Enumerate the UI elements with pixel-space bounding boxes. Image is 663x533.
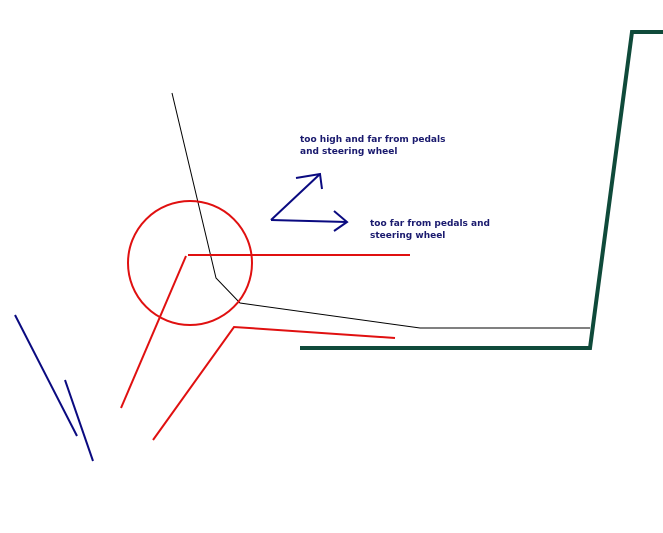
- torso-line: [120, 255, 187, 409]
- blue-line-right: [64, 379, 94, 462]
- head-circle: [127, 200, 253, 326]
- car-floor-outline: [300, 30, 663, 350]
- blue-line-left: [14, 314, 78, 437]
- leg-line: [152, 325, 396, 441]
- annotation-too-high: too high and far from pedals and steerin…: [300, 135, 446, 157]
- arrow-right-icon: [270, 210, 349, 232]
- annotation-too-far: too far from pedals and steering wheel: [370, 219, 490, 241]
- arrow-up-right-icon: [270, 172, 323, 221]
- seat-outline: [171, 92, 590, 329]
